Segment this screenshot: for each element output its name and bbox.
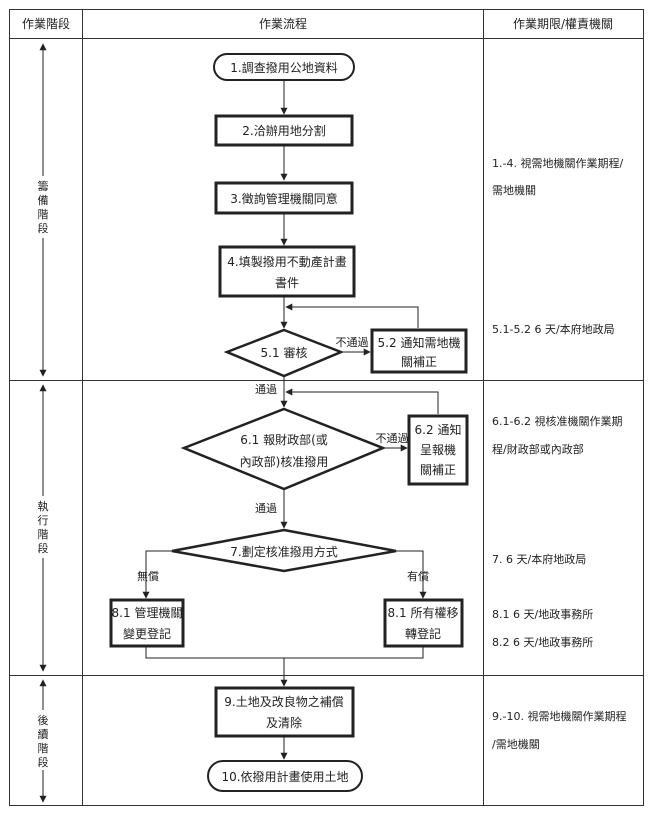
phase-follow-char-4: 段 — [38, 755, 49, 769]
node-3: 3.徵詢管理機關同意 — [214, 181, 354, 215]
deadline-column: 1.-4. 視需地機關作業期程/ 需地機關 5.1-5.2 6 天/本府地政局 … — [492, 156, 626, 751]
node-10-label: 10.依撥用計畫使用土地 — [221, 769, 348, 784]
phase-execute: 執 行 階 段 — [38, 384, 49, 672]
node-7-label: 7.劃定核准撥用方式 — [230, 544, 337, 559]
node-4: 4.填製撥用不動產計畫 書件 — [218, 245, 356, 298]
phase-follow: 後 續 階 段 — [38, 679, 49, 803]
deadline-7-line2: /需地機關 — [492, 737, 540, 751]
edge-label-pass-1: 通過 — [255, 383, 277, 396]
node-10: 10.依撥用計畫使用土地 — [207, 760, 363, 792]
node-9-label-line2: 及清除 — [266, 715, 302, 730]
node-1: 1.調查撥用公地資料 — [213, 53, 355, 81]
node-8-1-paid: 8.1 所有權移 轉登記 — [383, 598, 464, 648]
edge-label-pass-2: 通過 — [255, 502, 277, 515]
node-9-label-line1: 9.土地及改良物之補償 — [224, 694, 343, 709]
deadline-2: 5.1-5.2 6 天/本府地政局 — [492, 322, 615, 336]
flow-connectors — [142, 80, 439, 760]
node-7-decision: 7.劃定核准撥用方式 — [171, 528, 397, 573]
phase-prepare-char-2: 備 — [38, 194, 49, 207]
node-8-1-paid-label-line2: 轉登記 — [405, 626, 441, 641]
deadline-4: 7. 6 天/本府地政局 — [492, 552, 586, 566]
edge-label-free: 無償 — [137, 569, 159, 583]
edge-label-fail-2: 不通過 — [376, 432, 409, 445]
node-5-2-label-line2: 關補正 — [401, 355, 437, 369]
node-8-1-paid-label-line1: 8.1 所有權移 — [388, 606, 459, 620]
deadline-3-line2: 程/財政部或內政部 — [492, 442, 584, 456]
node-1-label: 1.調查撥用公地資料 — [230, 60, 337, 75]
deadline-5: 8.1 6 天/地政事務所 — [492, 607, 593, 621]
deadline-1-line2: 需地機關 — [492, 183, 536, 197]
deadline-1-line1: 1.-4. 視需地機關作業期程/ — [492, 156, 623, 170]
node-5-2-label-line1: 5.2 通知需地機 — [378, 335, 461, 350]
node-5-1-decision: 5.1 審核 — [223, 328, 345, 378]
header-stage: 作業階段 — [22, 16, 70, 31]
node-6-2-label-line2: 呈報機 — [420, 442, 456, 457]
node-2-label: 2.洽辦用地分割 — [242, 123, 325, 138]
node-6-2: 6.2 通知 呈報機 關補正 — [407, 414, 469, 486]
node-6-2-label-line3: 關補正 — [420, 463, 456, 477]
node-6-1-label-line1: 6.1 報財政部(或 — [240, 432, 328, 447]
edge-label-paid: 有償 — [407, 569, 429, 583]
node-5-1-label: 5.1 審核 — [261, 345, 308, 360]
phase-prepare: 籌 備 階 段 — [38, 43, 49, 377]
node-9: 9.土地及改良物之補償 及清除 — [214, 686, 355, 738]
phase-execute-char-1: 執 — [38, 500, 49, 513]
edge-label-fail-1: 不通過 — [336, 336, 369, 349]
phase-follow-char-2: 續 — [38, 727, 49, 741]
deadline-6: 8.2 6 天/地政事務所 — [492, 635, 593, 649]
node-8-1-free-label-line1: 8.1 管理機關 — [112, 605, 183, 620]
phase-execute-char-3: 階 — [38, 527, 49, 541]
node-6-2-label-line1: 6.2 通知 — [415, 423, 462, 437]
node-2: 2.洽辦用地分割 — [214, 114, 354, 147]
phase-prepare-char-1: 籌 — [38, 180, 49, 193]
phase-execute-char-4: 段 — [38, 541, 49, 555]
node-3-label: 3.徵詢管理機關同意 — [230, 191, 337, 206]
header-deadline: 作業期限/權責機關 — [513, 16, 613, 31]
node-4-label-line2: 書件 — [275, 276, 299, 290]
phase-prepare-char-3: 階 — [38, 207, 49, 221]
node-6-1-label-line2: 內政部)核准撥用 — [240, 454, 329, 469]
header-flow: 作業流程 — [259, 16, 307, 31]
deadline-3-line1: 6.1-6.2 視核准機關作業期 — [492, 414, 622, 428]
node-5-2: 5.2 通知需地機 關補正 — [370, 328, 468, 374]
node-4-label-line1: 4.填製撥用不動產計畫 — [227, 254, 346, 269]
node-6-1-decision: 6.1 報財政部(或 內政部)核准撥用 — [180, 407, 387, 491]
node-8-1-free-label-line2: 變更登記 — [123, 626, 171, 641]
phase-prepare-char-4: 段 — [38, 221, 49, 235]
phase-follow-char-3: 階 — [38, 741, 49, 755]
phase-execute-char-2: 行 — [38, 514, 49, 527]
deadline-7-line1: 9.-10. 視需地機關作業期程 — [492, 709, 626, 723]
node-8-1-free: 8.1 管理機關 變更登記 — [109, 598, 185, 648]
table-grid — [9, 9, 644, 806]
phase-follow-char-1: 後 — [38, 713, 49, 727]
